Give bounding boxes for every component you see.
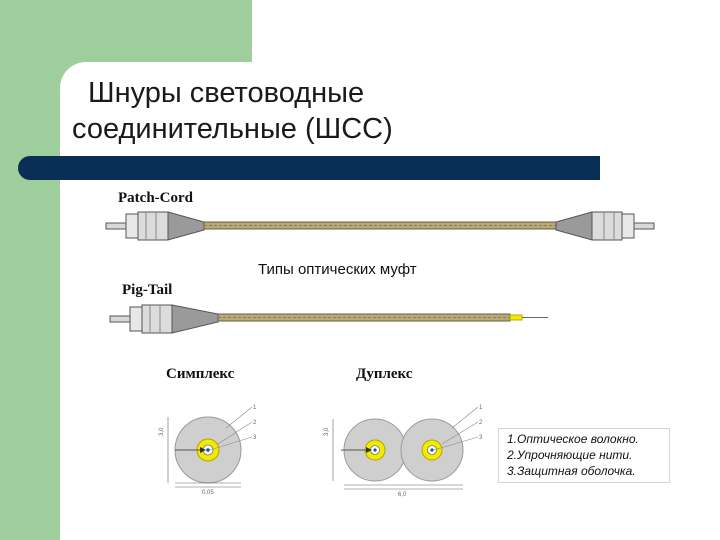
duplex-height-dim: 3,0 [324,427,330,436]
patch-cord-label: Patch-Cord [118,190,193,206]
duplex-callout-1: 1 [479,405,483,411]
simplex-callout-3: 3 [253,435,257,441]
coupling-types-label: Типы оптических муфт [258,261,417,278]
slide-title: Шнуры световодные соединительные (ШСС) [72,75,393,147]
title-panel [60,62,720,158]
simplex-width-dim: 0,05 [202,490,214,496]
legend-item-optical-fiber: 1.Оптическое волокно. [507,432,639,446]
simplex-callout-2: 2 [253,420,257,426]
patch-cord-illustration [105,211,655,241]
title-underline-bar [18,156,600,180]
duplex-label: Дуплекс [356,366,413,382]
simplex-callout-1: 1 [253,405,257,411]
simplex-height-dim: 3,0 [159,427,165,436]
pig-tail-illustration [109,304,548,334]
pig-tail-label: Pig-Tail [122,282,173,298]
title-line-1: Шнуры световодные [88,77,365,109]
duplex-callout-3: 3 [479,435,483,441]
duplex-callout-2: 2 [479,420,483,426]
simplex-label: Симплекс [166,366,235,382]
accent-strip [0,110,60,540]
simplex-cross-section [167,406,253,488]
duplex-width-dim: 6,0 [398,492,407,498]
legend-item-protective-jacket: 3.Защитная оболочка. [507,464,636,478]
title-line-2: соединительные (ШСС) [72,113,393,145]
legend-item-strength-threads: 2.Упрочняющие нити. [507,448,633,462]
duplex-cross-section [332,406,479,490]
legend-box: 1.Оптическое волокно. 2.Упрочняющие нити… [498,428,670,483]
